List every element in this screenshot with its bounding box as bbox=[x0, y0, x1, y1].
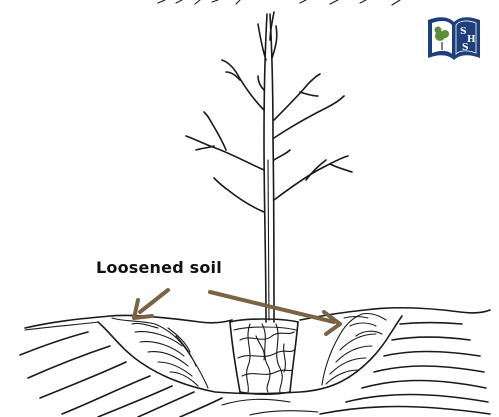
school-logo-icon: S H S bbox=[426, 12, 482, 64]
arrow-left-icon bbox=[134, 290, 168, 318]
loosened-soil-left bbox=[112, 318, 208, 388]
top-scribble bbox=[158, 0, 400, 5]
logo-letter-s2: S bbox=[462, 43, 469, 53]
hatch-right bbox=[320, 323, 490, 415]
logo-letter-s1: S bbox=[460, 27, 467, 37]
loosened-soil-label: Loosened soil bbox=[96, 258, 222, 277]
branches-icon bbox=[186, 12, 352, 212]
hatch-bottom bbox=[222, 399, 318, 415]
roots bbox=[238, 324, 294, 392]
